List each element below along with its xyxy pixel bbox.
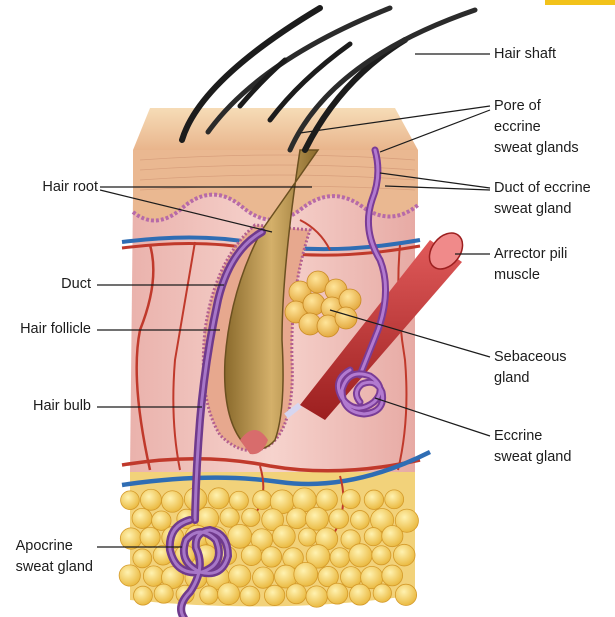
fat-cell [393,543,416,567]
fat-cell [228,564,252,588]
fat-cell [370,508,395,533]
fat-cell [305,585,328,608]
epidermis-front [133,150,418,221]
fat-cell [381,525,404,548]
fat-cell [363,527,383,547]
fat-cell [326,582,349,605]
label-apocrine: Apocrine sweat gland [15,538,93,575]
leader-duct-eccrine-2 [384,185,491,191]
hair-papilla [240,430,268,455]
leader-lines [97,53,491,548]
fat-cell [305,506,329,531]
fat-cell [264,584,286,606]
apocrine-sweat-gland [165,228,266,617]
fat-cell [217,582,240,606]
fat-cell [293,561,319,587]
fat-cell [349,583,371,606]
hair-shafts [179,5,478,153]
fat-cell [240,544,263,566]
fat-cell [328,508,349,529]
fat-cell [372,583,392,603]
fat-cell [285,583,307,605]
leader-sebaceous [329,309,491,358]
fat-cell [340,489,361,510]
fat-cell [161,490,184,513]
fat-cell [120,490,140,510]
fat-cell [252,490,273,510]
fat-cell [142,565,165,587]
label-sebaceous: Sebaceous gland [494,349,567,386]
sebaceous-gland [284,270,362,338]
fat-cell [151,510,172,531]
epidermis-top [133,108,418,150]
fat-cell [381,564,404,587]
fat-cell [371,545,392,566]
fat-cell [118,564,141,587]
fat-cell [153,583,174,604]
fat-cell [384,489,405,510]
fat-cell [132,548,153,569]
label-hair-bulb: Hair bulb [32,398,91,414]
leader-pore-1 [299,105,491,134]
fat-cell [350,510,370,530]
fat-cell [315,488,338,511]
fat-cell [140,488,162,511]
fat-cell [133,585,153,606]
fat-cell [131,507,153,529]
fat-cell [363,489,385,510]
fat-cell [394,508,419,533]
corner-accent-tab [545,0,615,5]
fat-cell [317,566,339,588]
label-arrector-pili: Arrector pili muscle [494,246,568,283]
hair-follicle [201,149,320,455]
label-eccrine: Eccrine sweat gland [494,428,572,465]
label-pore-eccrine: Pore of eccrine sweat glands [494,98,579,156]
fat-cell [219,507,240,528]
sebaceous-lobule [334,306,358,330]
fat-cell [241,507,261,527]
fat-cell [394,583,418,606]
eccrine-sweat-gland [334,146,390,418]
leader-eccrine [374,397,491,437]
fat-cell [286,507,308,530]
fat-cell [260,546,283,568]
fat-cell [119,527,143,550]
fat-cell [239,585,261,607]
fat-cell [329,547,351,568]
fat-cell [261,508,284,532]
label-hair-root: Hair root [42,179,98,195]
fat-cell [139,526,161,548]
leader-pore-2 [379,109,491,153]
fat-cell [298,527,318,547]
leader-hair-root-2 [99,189,273,233]
fat-cell [252,566,275,589]
fat-cell [199,585,219,605]
fat-cell [348,543,373,568]
fat-cell [229,490,249,511]
hair-bulb-shape [223,149,320,450]
fat-cell [227,523,253,549]
fat-cell [207,487,230,510]
leader-duct-eccrine-1 [379,172,491,189]
label-duct-eccrine: Duct of eccrine sweat gland [494,180,591,217]
label-hair-follicle: Hair follicle [20,321,91,337]
fat-cell [161,566,184,589]
label-hair-shaft: Hair shaft [494,46,557,62]
label-duct: Duct [61,276,91,292]
fat-cell [272,524,296,549]
